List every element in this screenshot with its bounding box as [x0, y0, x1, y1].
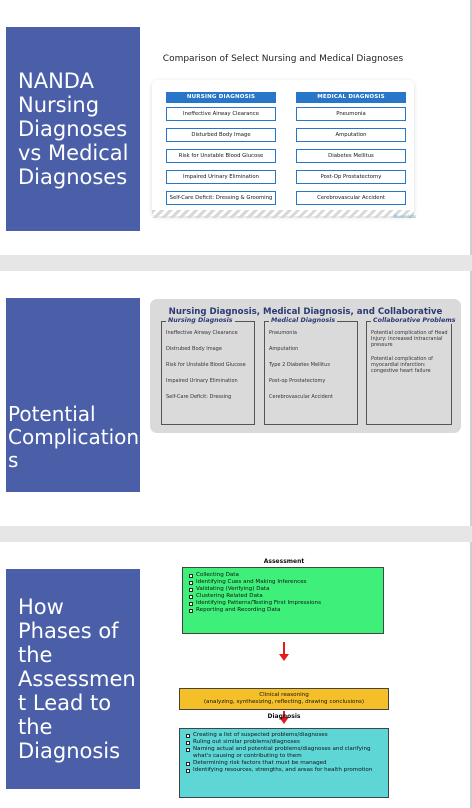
checkbox-icon — [186, 761, 190, 766]
clinical-reasoning-title: Clinical reasoning — [259, 692, 309, 698]
slide-1[interactable]: NANDA Nursing Diagnoses vs Medical Diagn… — [0, 0, 472, 255]
group-item: Pneumonia — [269, 330, 297, 336]
group-title: Nursing Diagnosis — [166, 317, 235, 324]
checkbox-icon — [189, 580, 193, 585]
slide-2-title-panel: Potential Complication s — [6, 298, 140, 492]
slide-1-title-panel: NANDA Nursing Diagnoses vs Medical Diagn… — [6, 27, 140, 231]
list-item: Collecting Data — [189, 572, 377, 579]
checkbox-icon — [186, 733, 190, 738]
list-item: Clustering Related Data — [189, 593, 377, 600]
diagnosis-box: Creating a list of suspected problems/di… — [179, 728, 389, 798]
group-item: Amputation — [269, 346, 299, 352]
group-item: Ineffective Airway Clearance — [166, 330, 238, 336]
nursing-diagnosis-cell: Disturbed Body Image — [166, 128, 276, 142]
slide-3-title: How Phases of the Assessmen t Lead to th… — [18, 595, 136, 763]
brand-watermark: Nurseslabs — [394, 214, 416, 219]
group-item: Impaired Urinary Elimination — [166, 378, 238, 384]
medical-diagnosis-cell: Amputation — [296, 128, 406, 142]
group-item: Distrubed Body Image — [166, 346, 222, 352]
checkbox-icon — [189, 594, 193, 599]
torn-edge — [152, 210, 414, 218]
group-nursing-diagnosis: Nursing Diagnosis Ineffective Airway Cle… — [161, 317, 255, 425]
medical-diagnosis-cell: Pneumonia — [296, 107, 406, 121]
comparison-title: Comparison of Select Nursing and Medical… — [162, 54, 404, 64]
group-collaborative-problems: Collaborative Problems Potential complic… — [366, 317, 458, 425]
nursing-diagnosis-column: NURSING DIAGNOSIS Ineffective Airway Cle… — [166, 92, 276, 212]
checkbox-icon — [189, 573, 193, 578]
checkbox-icon — [189, 587, 193, 592]
checkbox-icon — [189, 601, 193, 606]
clinical-reasoning-box: Clinical reasoning (analyzing, synthesiz… — [179, 688, 389, 710]
down-arrow-icon — [279, 711, 289, 724]
list-item: Identifying Patterns/Testing First Impre… — [189, 600, 377, 607]
assessment-box: Collecting Data Identifying Cues and Mak… — [182, 567, 384, 634]
list-item: Validating (Verifying) Data — [189, 586, 377, 593]
group-medical-diagnosis: Medical Diagnosis Pneumonia Amputation T… — [264, 317, 358, 425]
nursing-diagnosis-cell: Impaired Urinary Elimination — [166, 170, 276, 184]
list-item: Determining risk factors that must be ma… — [186, 760, 382, 767]
slide-2-title: Potential Complication s — [8, 402, 140, 472]
list-item: Ruling out similar problems/diagnoses — [186, 739, 382, 746]
group-item: Cerebrovascular Accident — [269, 394, 334, 400]
nursing-diagnosis-cell: Risk for Unstable Blood Glucose — [166, 149, 276, 163]
medical-diagnosis-header: MEDICAL DIAGNOSIS — [296, 92, 406, 103]
list-item: Naming actual and potential problems/dia… — [186, 746, 382, 760]
medical-diagnosis-column: MEDICAL DIAGNOSIS Pneumonia Amputation D… — [296, 92, 406, 212]
medical-diagnosis-cell: Post-Op Prostatectomy — [296, 170, 406, 184]
group-item: Post-op Prostatectomy — [269, 378, 326, 384]
slide-3-title-panel: How Phases of the Assessmen t Lead to th… — [6, 569, 140, 789]
clinical-reasoning-subtitle: (analyzing, synthesizing, reflecting, dr… — [203, 699, 365, 705]
slide-1-title: NANDA Nursing Diagnoses vs Medical Diagn… — [18, 69, 129, 189]
nursing-diagnosis-cell: Ineffective Airway Clearance — [166, 107, 276, 121]
group-item: Self-Care Deficit: Dressing — [166, 394, 232, 400]
diagnosis-title: Diagnosis — [267, 713, 301, 720]
list-item: Identifying Cues and Making Inferences — [189, 579, 377, 586]
nursing-diagnosis-cell: Self-Care Deficit: Dressing & Grooming — [166, 191, 276, 205]
list-item: Reporting and Recording Data — [189, 607, 377, 614]
checkbox-icon — [186, 740, 190, 745]
medical-diagnosis-cell: Diabetes Mellitus — [296, 149, 406, 163]
down-arrow-icon — [279, 642, 289, 662]
checkbox-icon — [186, 768, 190, 773]
list-item: Creating a list of suspected problems/di… — [186, 732, 382, 739]
group-item: Risk for Unstable Blood Glucose — [166, 362, 246, 368]
list-item: Identifying resources, strengths, and ar… — [186, 767, 382, 774]
checkbox-icon — [189, 608, 193, 613]
group-title: Collaborative Problems — [371, 317, 458, 324]
group-item: Type 2 Diabetes Mellitus — [269, 362, 330, 368]
medical-diagnosis-cell: Cerebrovascular Accident — [296, 191, 406, 205]
group-item: Potential complication of Head Injury: i… — [371, 330, 448, 348]
group-title: Medical Diagnosis — [269, 317, 338, 324]
nursing-diagnosis-header: NURSING DIAGNOSIS — [166, 92, 276, 103]
assessment-title: Assessment — [263, 558, 305, 565]
group-item: Potential complication of myocardial inf… — [371, 356, 433, 374]
checkbox-icon — [186, 747, 190, 752]
